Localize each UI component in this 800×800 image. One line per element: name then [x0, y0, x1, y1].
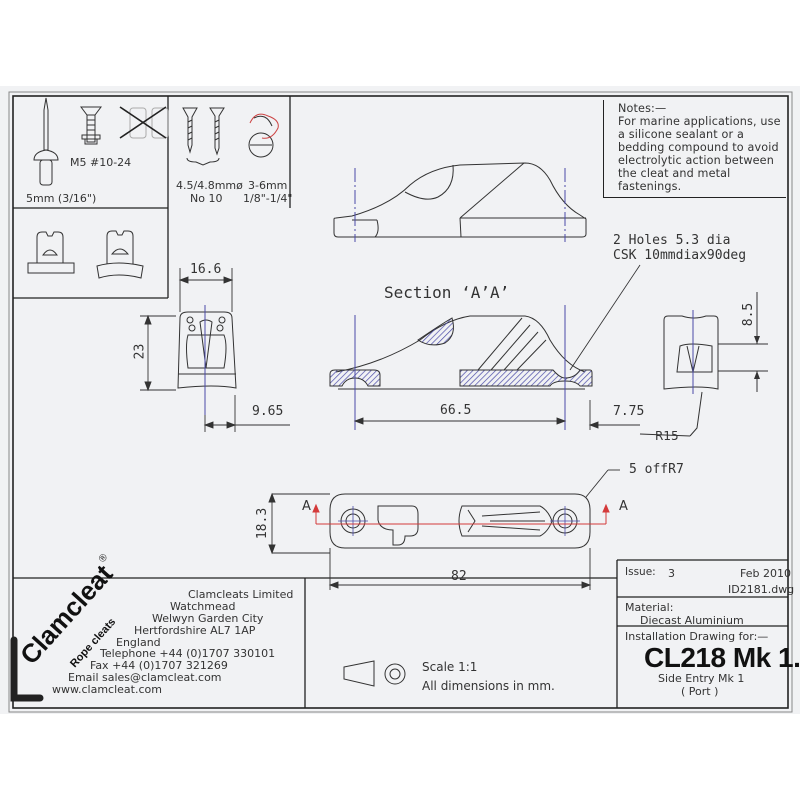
material-value: Diecast Aluminium: [640, 614, 744, 627]
address-line-2: Welwyn Garden City: [152, 612, 264, 625]
company-name: Clamcleats Limited: [188, 588, 294, 601]
rivet-label: 5mm (3/16"): [26, 192, 97, 205]
dim-overall-length: 82: [451, 569, 467, 584]
holes-note-line-2: CSK 10mmdiax90deg: [613, 248, 747, 263]
dim-plan-width: 18.3: [255, 507, 271, 540]
radius-r15-label: R15: [655, 429, 679, 443]
screw-number-label: No 10: [190, 192, 223, 205]
radius-r7-label: 5 offR7: [629, 462, 684, 477]
section-marker-right: A: [619, 499, 628, 514]
email-link[interactable]: Email sales@clamcleat.com: [68, 671, 222, 684]
notes-line: bedding compound to avoid: [618, 141, 779, 154]
notes-title: Notes:—: [618, 102, 667, 115]
notes-line: For marine applications, use: [618, 115, 781, 128]
part-side: ( Port ): [681, 685, 719, 698]
drawing-date: Feb 2010: [740, 567, 791, 580]
drawing-file: ID2181.dwg: [728, 583, 795, 596]
website-link[interactable]: www.clamcleat.com: [52, 683, 162, 696]
units-text: All dimensions in mm.: [422, 679, 555, 693]
bolt-label: M5 #10-24: [70, 156, 132, 169]
rope-inch-label: 1/8"-1/4": [243, 192, 293, 205]
installation-drawing-label: Installation Drawing for:—: [625, 630, 769, 643]
holes-note-line-1: 2 Holes 5.3 dia: [613, 233, 731, 248]
notes-line: fastenings.: [618, 180, 682, 193]
telephone: Telephone +44 (0)1707 330101: [100, 647, 276, 660]
drawing-sheet: [0, 86, 800, 714]
address-line-3: Hertfordshire AL7 1AP: [134, 624, 256, 637]
dim-offset-right: 7.75: [613, 404, 645, 419]
notes-line: the cleat and metal: [618, 167, 731, 180]
section-marker-left: A: [302, 499, 311, 514]
part-description: Side Entry Mk 1: [658, 672, 745, 685]
dim-jaw-height: 8.5: [741, 302, 757, 327]
dim-offset-left: 9.65: [252, 404, 284, 419]
section-label: Section ‘A’A’: [384, 283, 510, 302]
scale-text: Scale 1:1: [422, 660, 478, 674]
dim-end-width: 16.6: [190, 262, 222, 277]
notes-line: a silicone sealant or a: [618, 128, 744, 141]
notes-box: Notes:— For marine applications, use a s…: [603, 100, 786, 198]
address-line-1: Watchmead: [170, 600, 236, 613]
material-label: Material:: [625, 601, 674, 614]
dim-end-height: 23: [132, 343, 148, 360]
notes-line: electrolytic action between: [618, 154, 774, 167]
part-number: CL218 Mk 1.: [644, 642, 800, 673]
rope-size-label: 3-6mm: [248, 179, 288, 192]
issue-label: Issue:: [625, 566, 656, 578]
dim-hole-spacing: 66.5: [440, 403, 472, 418]
fax: Fax +44 (0)1707 321269: [90, 659, 228, 672]
address-country: England: [116, 636, 161, 649]
issue-value: 3: [668, 567, 675, 580]
screw-size-label: 4.5/4.8mmø: [176, 179, 243, 192]
